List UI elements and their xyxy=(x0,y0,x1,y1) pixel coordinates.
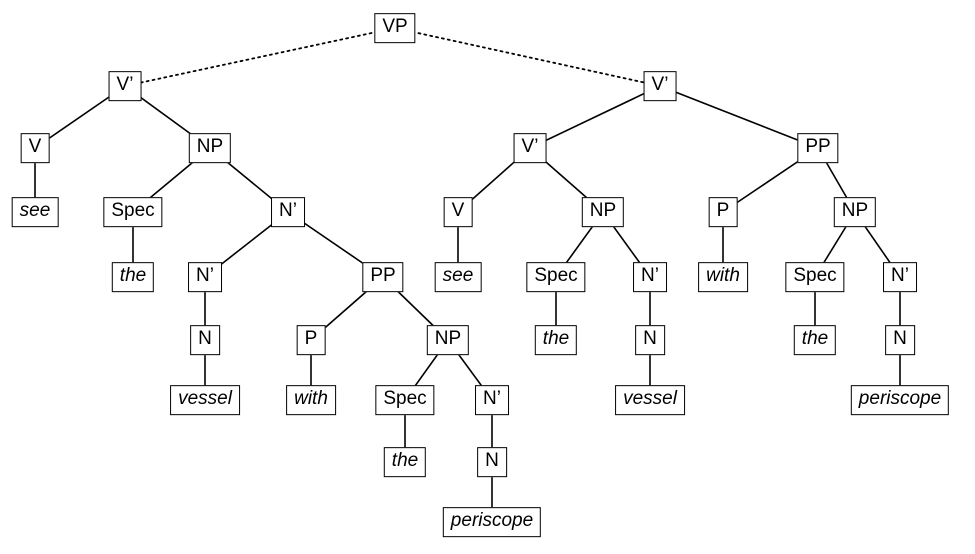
tree-node-pp-l: PP xyxy=(362,262,404,292)
tree-node-the-l1: the xyxy=(111,262,155,292)
tree-node-p-l: P xyxy=(296,325,326,355)
tree-node-periscope-l: periscope xyxy=(442,507,542,537)
tree-node-spec-l1: Spec xyxy=(103,197,163,227)
tree-node-v-r: V xyxy=(443,197,473,227)
tree-node-pp-r: PP xyxy=(797,133,839,163)
branch-line xyxy=(529,85,661,149)
tree-node-with-r: with xyxy=(698,262,748,292)
tree-node-n-l2: N xyxy=(477,447,507,477)
branch-line xyxy=(659,85,819,149)
tree-node-n-l1: N xyxy=(190,325,220,355)
tree-node-nbar-l1: N’ xyxy=(271,197,305,227)
tree-node-vbar-r2: V’ xyxy=(513,133,547,163)
tree-node-nbar-l2: N’ xyxy=(188,262,222,292)
tree-node-v-l: V xyxy=(20,133,50,163)
tree-node-the-r2: the xyxy=(793,325,837,355)
tree-node-spec-r1: Spec xyxy=(526,262,586,292)
tree-node-nbar-r1: N’ xyxy=(633,262,667,292)
tree-node-vp: VP xyxy=(374,13,416,43)
dotted-branch-line xyxy=(124,27,396,87)
tree-node-the-l2: the xyxy=(383,447,427,477)
tree-node-with-l: with xyxy=(286,385,336,415)
tree-node-np-l1: NP xyxy=(188,133,232,163)
tree-node-n-r1: N xyxy=(635,325,665,355)
dotted-branch-line xyxy=(394,27,661,87)
tree-node-spec-r2: Spec xyxy=(785,262,845,292)
tree-node-nbar-r2: N’ xyxy=(883,262,917,292)
tree-node-vbar-l: V’ xyxy=(108,71,142,101)
tree-node-vessel-l: vessel xyxy=(170,385,240,415)
tree-node-see-l: see xyxy=(11,197,59,227)
tree-node-periscope-r: periscope xyxy=(850,385,950,415)
tree-node-vbar-r: V’ xyxy=(643,71,677,101)
tree-node-np-l2: NP xyxy=(426,325,470,355)
tree-node-np-r1: NP xyxy=(581,197,625,227)
tree-node-see-r: see xyxy=(434,262,482,292)
tree-node-nbar-l3: N’ xyxy=(475,385,509,415)
tree-node-np-r2: NP xyxy=(833,197,877,227)
tree-node-the-r1: the xyxy=(534,325,578,355)
tree-node-vessel-r: vessel xyxy=(615,385,685,415)
tree-node-n-r2: N xyxy=(885,325,915,355)
tree-node-p-r: P xyxy=(708,197,738,227)
tree-node-spec-l2: Spec xyxy=(375,385,435,415)
